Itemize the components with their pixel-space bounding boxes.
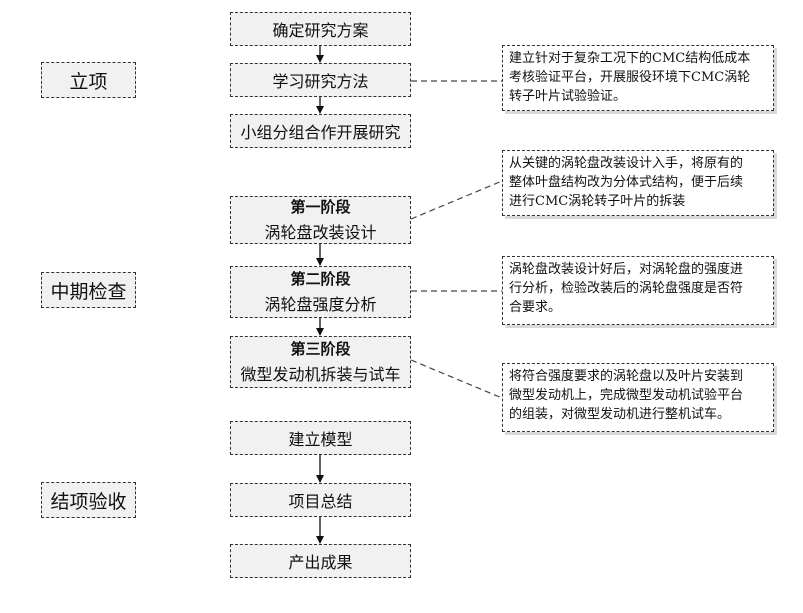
note-line: 转子叶片试验验证。: [509, 89, 627, 104]
phase-label: 结项验收: [50, 490, 127, 513]
stage-title: 第二阶段: [290, 270, 351, 288]
link-note-2: [410, 180, 503, 220]
step-stage-3: 第三阶段 微型发动机拆装与试车: [230, 336, 411, 388]
step-label: 学习研究方法: [272, 72, 369, 91]
note-line: 将符合强度要求的涡轮盘以及叶片安装到: [509, 369, 744, 384]
stage-title: 第三阶段: [290, 340, 351, 358]
step-project-summary: 项目总结: [230, 483, 411, 517]
step-group-research: 小组分组合作开展研究: [230, 114, 411, 148]
phase-label: 立项: [69, 70, 108, 93]
stage-label: 涡轮盘改装设计: [264, 223, 377, 242]
phase-label: 中期检查: [50, 280, 127, 303]
note-line: 的组装，对微型发动机进行整机试车。: [509, 407, 731, 422]
note-line: 进行CMC涡轮转子叶片的拆装: [509, 194, 686, 209]
note-line: 行分析，检验改装后的涡轮盘强度是否符: [509, 281, 744, 296]
phase-midterm-check: 中期检查: [41, 272, 136, 308]
note-line: 涡轮盘改装设计好后，对涡轮盘的强度进: [509, 262, 744, 277]
note-line: 微型发动机上，完成微型发动机试验平台: [509, 388, 744, 403]
note-line: 合要求。: [509, 300, 562, 315]
step-label: 项目总结: [288, 492, 353, 511]
step-output-results: 产出成果: [230, 544, 411, 578]
note-stage-3: 将符合强度要求的涡轮盘以及叶片安装到 微型发动机上，完成微型发动机试验平台 的组…: [502, 363, 774, 432]
step-determine-plan: 确定研究方案: [230, 12, 411, 46]
phase-final-acceptance: 结项验收: [41, 482, 136, 518]
step-stage-2: 第二阶段 涡轮盘强度分析: [230, 266, 411, 318]
link-note-4: [410, 359, 503, 399]
stage-label: 涡轮盘强度分析: [264, 295, 377, 314]
note-line: 从关键的涡轮盘改装设计入手，将原有的: [509, 156, 744, 171]
note-stage-1: 从关键的涡轮盘改装设计入手，将原有的 整体叶盘结构改为分体式结构，便于后续 进行…: [502, 150, 774, 216]
stage-label: 微型发动机拆装与试车: [240, 365, 401, 384]
step-label: 产出成果: [288, 553, 353, 572]
note-initiation: 建立针对于复杂工况下的CMC结构低成本 考核验证平台，开展服役环境下CMC涡轮 …: [502, 45, 774, 111]
note-line: 建立针对于复杂工况下的CMC结构低成本: [509, 51, 751, 66]
note-line: 考核验证平台，开展服役环境下CMC涡轮: [509, 70, 751, 85]
step-label: 确定研究方案: [272, 21, 369, 40]
step-label: 小组分组合作开展研究: [240, 123, 401, 142]
step-stage-1: 第一阶段 涡轮盘改装设计: [230, 196, 411, 244]
step-label: 建立模型: [288, 430, 353, 449]
note-line: 整体叶盘结构改为分体式结构，便于后续: [509, 175, 744, 190]
step-learn-methods: 学习研究方法: [230, 63, 411, 97]
step-build-model: 建立模型: [230, 421, 411, 455]
phase-initiation: 立项: [41, 62, 136, 98]
note-stage-2: 涡轮盘改装设计好后，对涡轮盘的强度进 行分析，检验改装后的涡轮盘强度是否符 合要…: [502, 256, 774, 325]
stage-title: 第一阶段: [290, 198, 351, 216]
